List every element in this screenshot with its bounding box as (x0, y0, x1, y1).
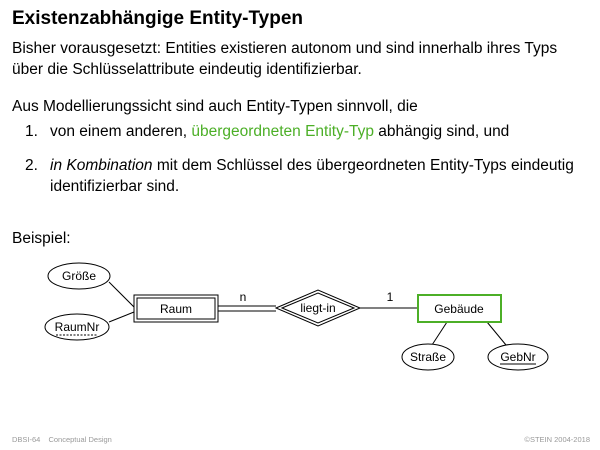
list-text: von einem anderen, übergeordneten Entity… (50, 123, 510, 140)
owner-entity (417, 294, 502, 323)
attribute-groesse (47, 262, 111, 290)
list-number: 1. (25, 123, 38, 140)
relationship-outer (274, 289, 362, 327)
attribute-raumnr (44, 313, 110, 341)
owner-entity-label: Gebäude (434, 302, 484, 316)
cardinality-1: 1 (387, 290, 394, 304)
weak-entity-label: Raum (160, 302, 192, 316)
edge-gebaeude-strasse (431, 321, 448, 346)
footer-slide-id: DBSI-64 (12, 435, 41, 444)
edge-groesse-raum (108, 281, 135, 308)
edge-raumnr-raum (108, 311, 135, 323)
attribute-groesse-label: Größe (62, 269, 96, 283)
relationship-label: liegt-in (300, 301, 335, 315)
attribute-strasse-label: Straße (410, 350, 446, 364)
relationship-inner (280, 292, 356, 324)
attribute-strasse (401, 343, 455, 371)
intro-line-1: Bisher vorausgesetzt: Entities existiere… (12, 40, 558, 57)
page-title: Existenzabhängige Entity-Typen (12, 8, 304, 29)
attribute-raumnr-label: RaumNr (55, 320, 100, 334)
footer-left: DBSI-64 Conceptual Design (12, 435, 112, 444)
intro-line-2: über die Schlüsselattribute eindeutig id… (12, 61, 362, 78)
footer-section: Conceptual Design (48, 435, 112, 444)
weak-entity-inner (136, 297, 216, 320)
italic-text: in Kombination (50, 157, 153, 174)
cardinality-n: n (240, 290, 247, 304)
highlight-text: übergeordneten Entity-Typ (191, 123, 374, 140)
footer-copyright: ©STEIN 2004-2018 (524, 435, 590, 444)
list-number: 2. (25, 157, 38, 174)
edge-gebaeude-gebnr (486, 321, 507, 346)
weak-entity-outer (133, 294, 219, 323)
paragraph-2: Aus Modellierungssicht sind auch Entity-… (12, 98, 418, 115)
attribute-gebnr-label: GebNr (500, 350, 535, 364)
example-label: Beispiel: (12, 230, 71, 247)
list-text: in Kombination mit dem Schlüssel des übe… (50, 157, 574, 174)
